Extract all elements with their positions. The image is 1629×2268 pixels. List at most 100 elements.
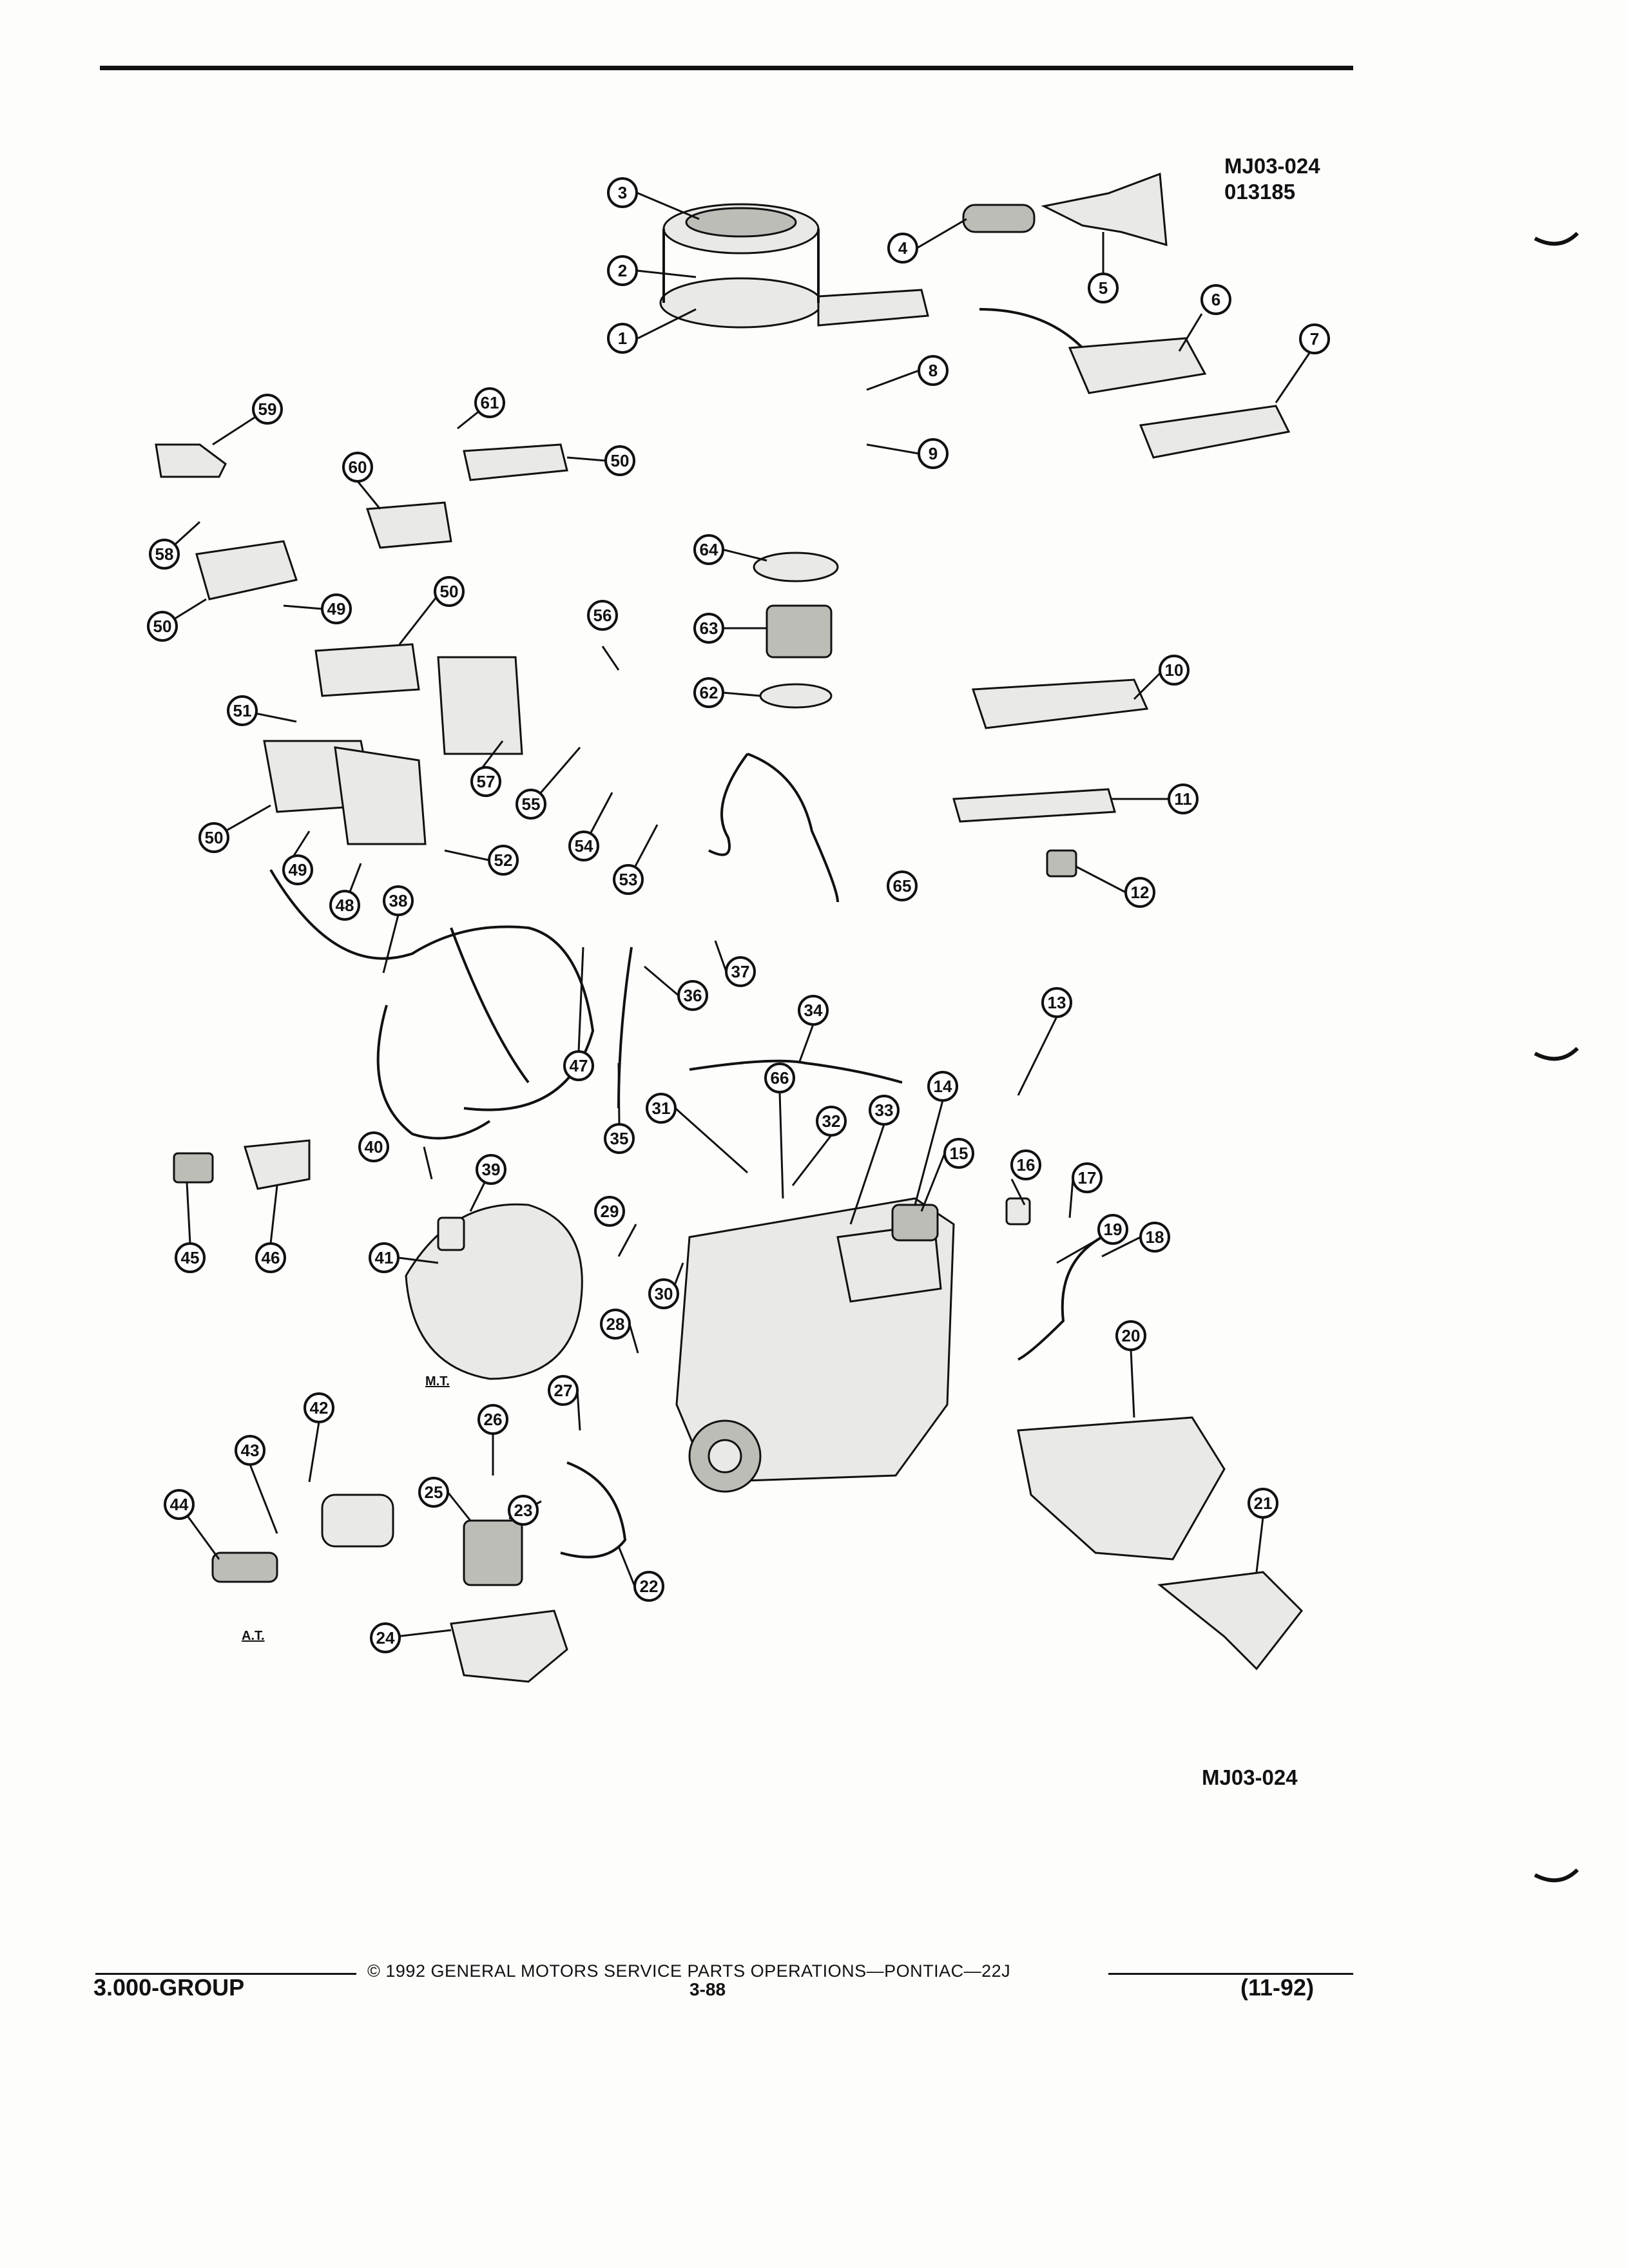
- callout-57: 57: [470, 766, 501, 797]
- callout-1: 1: [607, 323, 638, 354]
- callout-8: 8: [918, 355, 949, 386]
- svg-text:3: 3: [618, 183, 627, 202]
- svg-text:25: 25: [425, 1483, 443, 1502]
- drawing-number: 013185: [1224, 180, 1296, 204]
- svg-text:40: 40: [365, 1137, 383, 1157]
- svg-text:13: 13: [1048, 993, 1066, 1012]
- svg-text:53: 53: [619, 870, 638, 889]
- callout-19: 19: [1097, 1214, 1128, 1245]
- svg-text:10: 10: [1165, 660, 1184, 680]
- svg-text:49: 49: [289, 860, 307, 879]
- svg-text:44: 44: [170, 1495, 189, 1514]
- callout-66: 66: [764, 1062, 795, 1093]
- page-number: 3-88: [689, 1979, 726, 1999]
- callout-42: 42: [304, 1392, 334, 1423]
- group-number: 3.000-GROUP: [93, 1974, 245, 2001]
- callout-25: 25: [418, 1477, 449, 1508]
- callout-20: 20: [1115, 1320, 1146, 1351]
- svg-text:45: 45: [181, 1248, 200, 1267]
- svg-text:43: 43: [241, 1441, 260, 1460]
- copyright-notice: © 1992 GENERAL MOTORS SERVICE PARTS OPER…: [367, 1961, 1011, 1981]
- callout-53: 53: [613, 864, 644, 895]
- svg-text:24: 24: [376, 1628, 395, 1648]
- callout-26: 26: [477, 1404, 508, 1435]
- callout-14: 14: [927, 1071, 958, 1102]
- revision-date: (11-92): [1240, 1974, 1315, 2001]
- svg-text:6: 6: [1211, 290, 1220, 309]
- svg-text:21: 21: [1254, 1494, 1273, 1513]
- svg-text:20: 20: [1122, 1326, 1141, 1345]
- callout-38: 38: [383, 885, 414, 916]
- callout-2: 2: [607, 255, 638, 286]
- svg-text:64: 64: [700, 540, 718, 559]
- svg-text:33: 33: [875, 1100, 894, 1120]
- svg-text:41: 41: [375, 1248, 394, 1267]
- fuel-rail-cover-illustration: [952, 678, 1149, 878]
- callout-59: 59: [252, 394, 283, 425]
- svg-text:59: 59: [258, 399, 277, 419]
- callout-40: 40: [358, 1131, 389, 1162]
- svg-text:55: 55: [522, 794, 541, 814]
- callout-11: 11: [1168, 783, 1199, 814]
- svg-text:29: 29: [601, 1202, 619, 1221]
- footer-rule-left: [95, 1973, 356, 1975]
- svg-text:65: 65: [893, 876, 912, 896]
- callout-60: 60: [342, 452, 373, 483]
- callout-7: 7: [1299, 323, 1330, 354]
- callout-64: 64: [693, 534, 724, 565]
- svg-text:12: 12: [1131, 883, 1150, 902]
- svg-text:11: 11: [1174, 789, 1192, 809]
- callout-49-upper: 49: [321, 593, 352, 624]
- svg-text:60: 60: [349, 457, 367, 477]
- callout-22: 22: [633, 1571, 664, 1602]
- callout-52: 52: [488, 845, 519, 876]
- svg-text:38: 38: [389, 891, 408, 910]
- callout-27: 27: [548, 1375, 579, 1406]
- callout-35: 35: [604, 1123, 635, 1154]
- svg-text:32: 32: [822, 1111, 841, 1131]
- svg-text:34: 34: [804, 1001, 823, 1020]
- callout-45: 45: [175, 1242, 206, 1273]
- header-rule: [100, 66, 1353, 70]
- svg-text:58: 58: [155, 544, 174, 564]
- svg-text:28: 28: [606, 1314, 625, 1334]
- svg-text:30: 30: [655, 1284, 673, 1303]
- svg-text:50: 50: [153, 617, 172, 636]
- figure-code-block: MJ03-024 013185: [1224, 153, 1320, 205]
- callout-17: 17: [1072, 1162, 1103, 1193]
- svg-text:49: 49: [327, 599, 346, 619]
- svg-text:1: 1: [618, 329, 627, 348]
- control-modules-illustration: [155, 443, 568, 845]
- svg-text:42: 42: [310, 1398, 329, 1418]
- callout-6: 6: [1200, 284, 1231, 315]
- callout-28: 28: [600, 1309, 631, 1340]
- callout-50-left: 50: [147, 611, 178, 642]
- callout-58: 58: [149, 539, 180, 570]
- svg-text:18: 18: [1146, 1227, 1164, 1247]
- callout-55: 55: [516, 789, 546, 820]
- svg-text:8: 8: [929, 361, 938, 380]
- callout-32: 32: [816, 1106, 847, 1137]
- svg-text:52: 52: [494, 850, 513, 870]
- svg-text:61: 61: [481, 393, 499, 412]
- callout-12: 12: [1124, 877, 1155, 908]
- svg-text:50: 50: [440, 582, 459, 601]
- throttle-body-illustration: [753, 552, 839, 709]
- svg-text:17: 17: [1078, 1168, 1097, 1187]
- intake-duct-illustration: [962, 172, 1291, 459]
- transaxle-housing-illustration: [405, 1203, 583, 1380]
- binder-mark-icon: [1534, 232, 1579, 246]
- svg-text:4: 4: [898, 238, 908, 258]
- callout-15: 15: [943, 1138, 974, 1169]
- callout-30: 30: [648, 1278, 679, 1309]
- callout-63: 63: [693, 613, 724, 644]
- callout-41: 41: [369, 1242, 400, 1273]
- svg-text:56: 56: [593, 606, 612, 625]
- callout-4: 4: [887, 233, 918, 264]
- svg-text:16: 16: [1017, 1155, 1036, 1175]
- callout-48: 48: [329, 890, 360, 921]
- svg-text:50: 50: [205, 828, 224, 847]
- binder-mark-icon: [1534, 1047, 1579, 1061]
- svg-text:62: 62: [700, 683, 718, 702]
